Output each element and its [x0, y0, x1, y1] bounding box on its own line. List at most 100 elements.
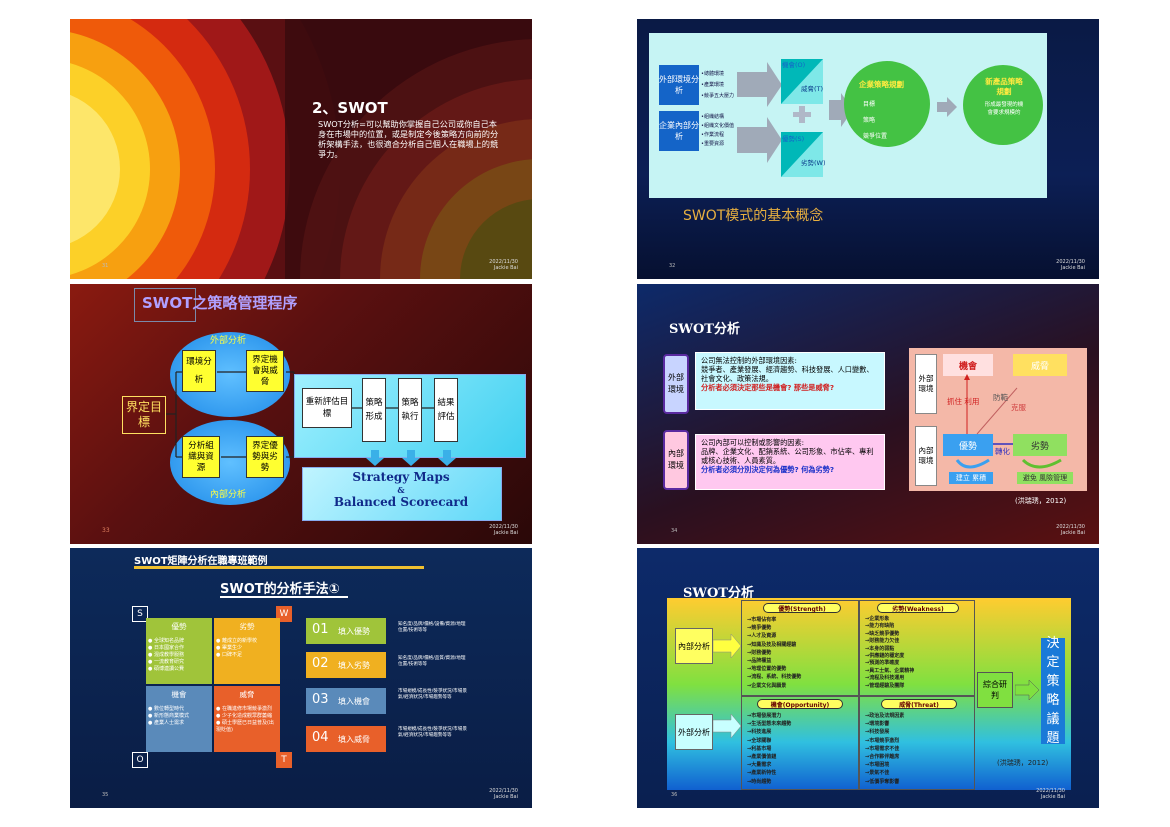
- heading: SWOT的分析手法①: [220, 582, 340, 597]
- step-label: 填入機會: [338, 697, 370, 706]
- page-number: 33: [102, 527, 110, 534]
- transform-label: 轉化: [995, 447, 1010, 456]
- slide-caption: SWOT模式的基本概念: [683, 208, 824, 224]
- step-label: 填入劣勢: [338, 661, 370, 670]
- list-item: →企業文化與願景: [747, 682, 787, 689]
- citation: (洪瑞琇，2012): [997, 759, 1049, 767]
- list-item: →景氣不佳: [865, 770, 890, 777]
- weakness-box: 劣勢: [1013, 434, 1067, 456]
- list-item: →生活型態未來趨勢: [747, 721, 792, 728]
- list-item: →市場需求不佳: [865, 745, 900, 752]
- external-label: 外部分析: [210, 336, 247, 346]
- list-item: →低價爭奪影響: [865, 778, 900, 785]
- list-item: 在職進修市場競爭激烈: [221, 706, 272, 712]
- step-01: 01 填入優勢: [306, 618, 386, 644]
- ampersand-label: &: [397, 485, 405, 495]
- list-item: 離成立的新學校: [221, 638, 257, 644]
- s-letter-badge: S: [132, 606, 148, 622]
- list-item: →知識及技及相關經驗: [747, 641, 797, 648]
- list-item: 混成教學服務: [153, 652, 184, 658]
- decorative-frame: [134, 288, 196, 322]
- step-number: 02: [312, 656, 329, 671]
- external-text-body: 競爭者、產業發展、經濟趨勢、科技發展、人口變數、社會文化、政策法規。: [701, 365, 874, 383]
- top-title: SWOT矩陣分析在職專班範例: [134, 556, 268, 567]
- diagram-external-tag: 外部環境: [915, 354, 937, 414]
- footer-date: 2022/11/30: [1056, 259, 1085, 265]
- reassess-box: 重新評估目標: [302, 388, 352, 428]
- result-eval-box: 結果評估: [434, 378, 458, 442]
- opportunity-items: ● 數位轉型時代 ● 新形態商業模式 ● 產業人士需求: [148, 706, 189, 726]
- list-item: →利基市場: [747, 745, 772, 752]
- decide-issue-box: 決定策略議題: [1041, 636, 1065, 746]
- strength-title: 優勢: [171, 622, 187, 631]
- list-item: →企業形象: [865, 616, 890, 622]
- diagram-arrows: [955, 374, 1062, 469]
- list-item: →財務優勢: [747, 649, 772, 656]
- list-item: →能力有缺陷: [865, 623, 895, 630]
- slide-31[interactable]: 2、SWOT SWOT分析=可以幫助你掌握自己公司或你自己本身在市場中的位置，或…: [70, 19, 532, 279]
- opportunity-title: 機會(Opportunity): [757, 699, 843, 709]
- external-analysis-box: 外部分析: [675, 714, 713, 750]
- heading-underline: [220, 596, 348, 598]
- list-item: 一流教育研究: [153, 659, 184, 665]
- step-label: 填入優勢: [338, 627, 370, 636]
- list-item: →供應鏈的穩定度: [865, 653, 905, 660]
- list-item: →管理經驗及團隊: [865, 682, 905, 689]
- page-number: 31: [102, 263, 109, 269]
- strength-title: 優勢(Strength): [763, 603, 841, 613]
- list-item: 碩士學歷已日益普及(出現貶值): [216, 720, 274, 733]
- citation: (洪瑞琇，2012): [1015, 497, 1067, 505]
- footer-author: Jackie Bai: [493, 530, 518, 536]
- strategy-items: 目標 策略 競爭位置: [863, 97, 887, 145]
- strategy-circle: [844, 61, 930, 147]
- list-item: →流程、系統、科技優勢: [747, 674, 802, 681]
- balanced-scorecard-label: Balanced Scorecard: [333, 495, 469, 509]
- list-item: →本身的弱點: [865, 645, 895, 652]
- slide-34[interactable]: SWOT分析 外部環境 公司無法控制的外部環境因素: 競爭者、產業發展、經濟趨勢…: [637, 284, 1099, 544]
- step-number: 04: [312, 730, 329, 745]
- internal-text-heading: 公司內部可以控制或影響的因素:: [701, 438, 805, 447]
- threat-title: 威脅: [239, 690, 255, 699]
- page-number: 36: [671, 792, 678, 798]
- overcome-label: 克服: [1011, 403, 1026, 412]
- list-item: 畢業生少: [221, 645, 242, 651]
- opportunity-items: →市場發展潛力 →生活型態未來趨勢 →科技進展 →全球關聯 →利基市場 →產業價…: [747, 712, 791, 786]
- slide-title: SWOT分析: [669, 322, 740, 337]
- slide-32[interactable]: 外部環境分析 •總體環境 •產業環境 •競爭五大壓力 企業內部分析 •組織結構 …: [637, 19, 1099, 279]
- step-number: 01: [312, 622, 329, 637]
- t-letter-badge: T: [276, 752, 292, 768]
- slide-36[interactable]: SWOT分析 內部分析 外部分析 優勢(Strength) 劣勢(Weaknes…: [637, 548, 1099, 808]
- slide-title: 2、SWOT: [312, 99, 388, 117]
- list-item: →市場發展潛力: [747, 713, 782, 719]
- slide-33[interactable]: SWOT之策略管理程序 外部分析 內部分析 環境分析 界定機會與威脅 分析組織與…: [70, 284, 532, 544]
- step-label: 填入威脅: [338, 735, 370, 744]
- list-item: 碩博連讀公費: [153, 666, 184, 672]
- list-item: •組織結構: [701, 114, 724, 120]
- list-item: →預測的準確度: [865, 660, 900, 667]
- weakness-items: ● 離成立的新學校 ● 畢業生少 ● 口碑不足: [216, 638, 257, 658]
- slide-35[interactable]: SWOT矩陣分析在職專班範例 SWOT的分析手法① S W O T 優勢 ● 全…: [70, 548, 532, 808]
- external-question: 分析者必須決定那些是機會? 那些是威脅?: [701, 383, 835, 392]
- title-underline: [134, 566, 424, 569]
- list-item: →環境影響: [865, 721, 890, 728]
- define-sw-box: 界定優勢與劣勢: [246, 436, 284, 478]
- threat-title: 威脅(Threat): [881, 699, 957, 709]
- threat-label: 威脅(T): [801, 85, 824, 93]
- threat-items: ● 在職進修市場競爭激烈 ● 少子化造成觀眾群萎縮 ● 碩士學歷已日益普及(出現…: [216, 706, 274, 733]
- list-item: →產業價值鏈: [747, 754, 777, 761]
- strength-quadrant: [146, 618, 212, 684]
- swot-arrow-shapes: [737, 59, 853, 177]
- weakness-quadrant: [214, 618, 280, 684]
- footer-date: 2022/11/30: [489, 259, 518, 265]
- strength-items: →市場佔有率 →競爭優勢 →人才及資源 →知識及技及相關經驗 →財務優勢 →品牌…: [747, 616, 801, 690]
- footer-date: 2022/11/30: [489, 524, 518, 530]
- step-02-desc: 知名度/品牌/價格/品質/資源/地理位置/技術等等: [398, 656, 466, 667]
- footer-date: 2022/11/30: [489, 788, 518, 794]
- footer-author: Jackie Bai: [493, 265, 518, 271]
- w-letter-badge: W: [276, 606, 292, 622]
- down-arrows: [366, 450, 456, 466]
- list-item: 日本國家合作: [153, 645, 184, 651]
